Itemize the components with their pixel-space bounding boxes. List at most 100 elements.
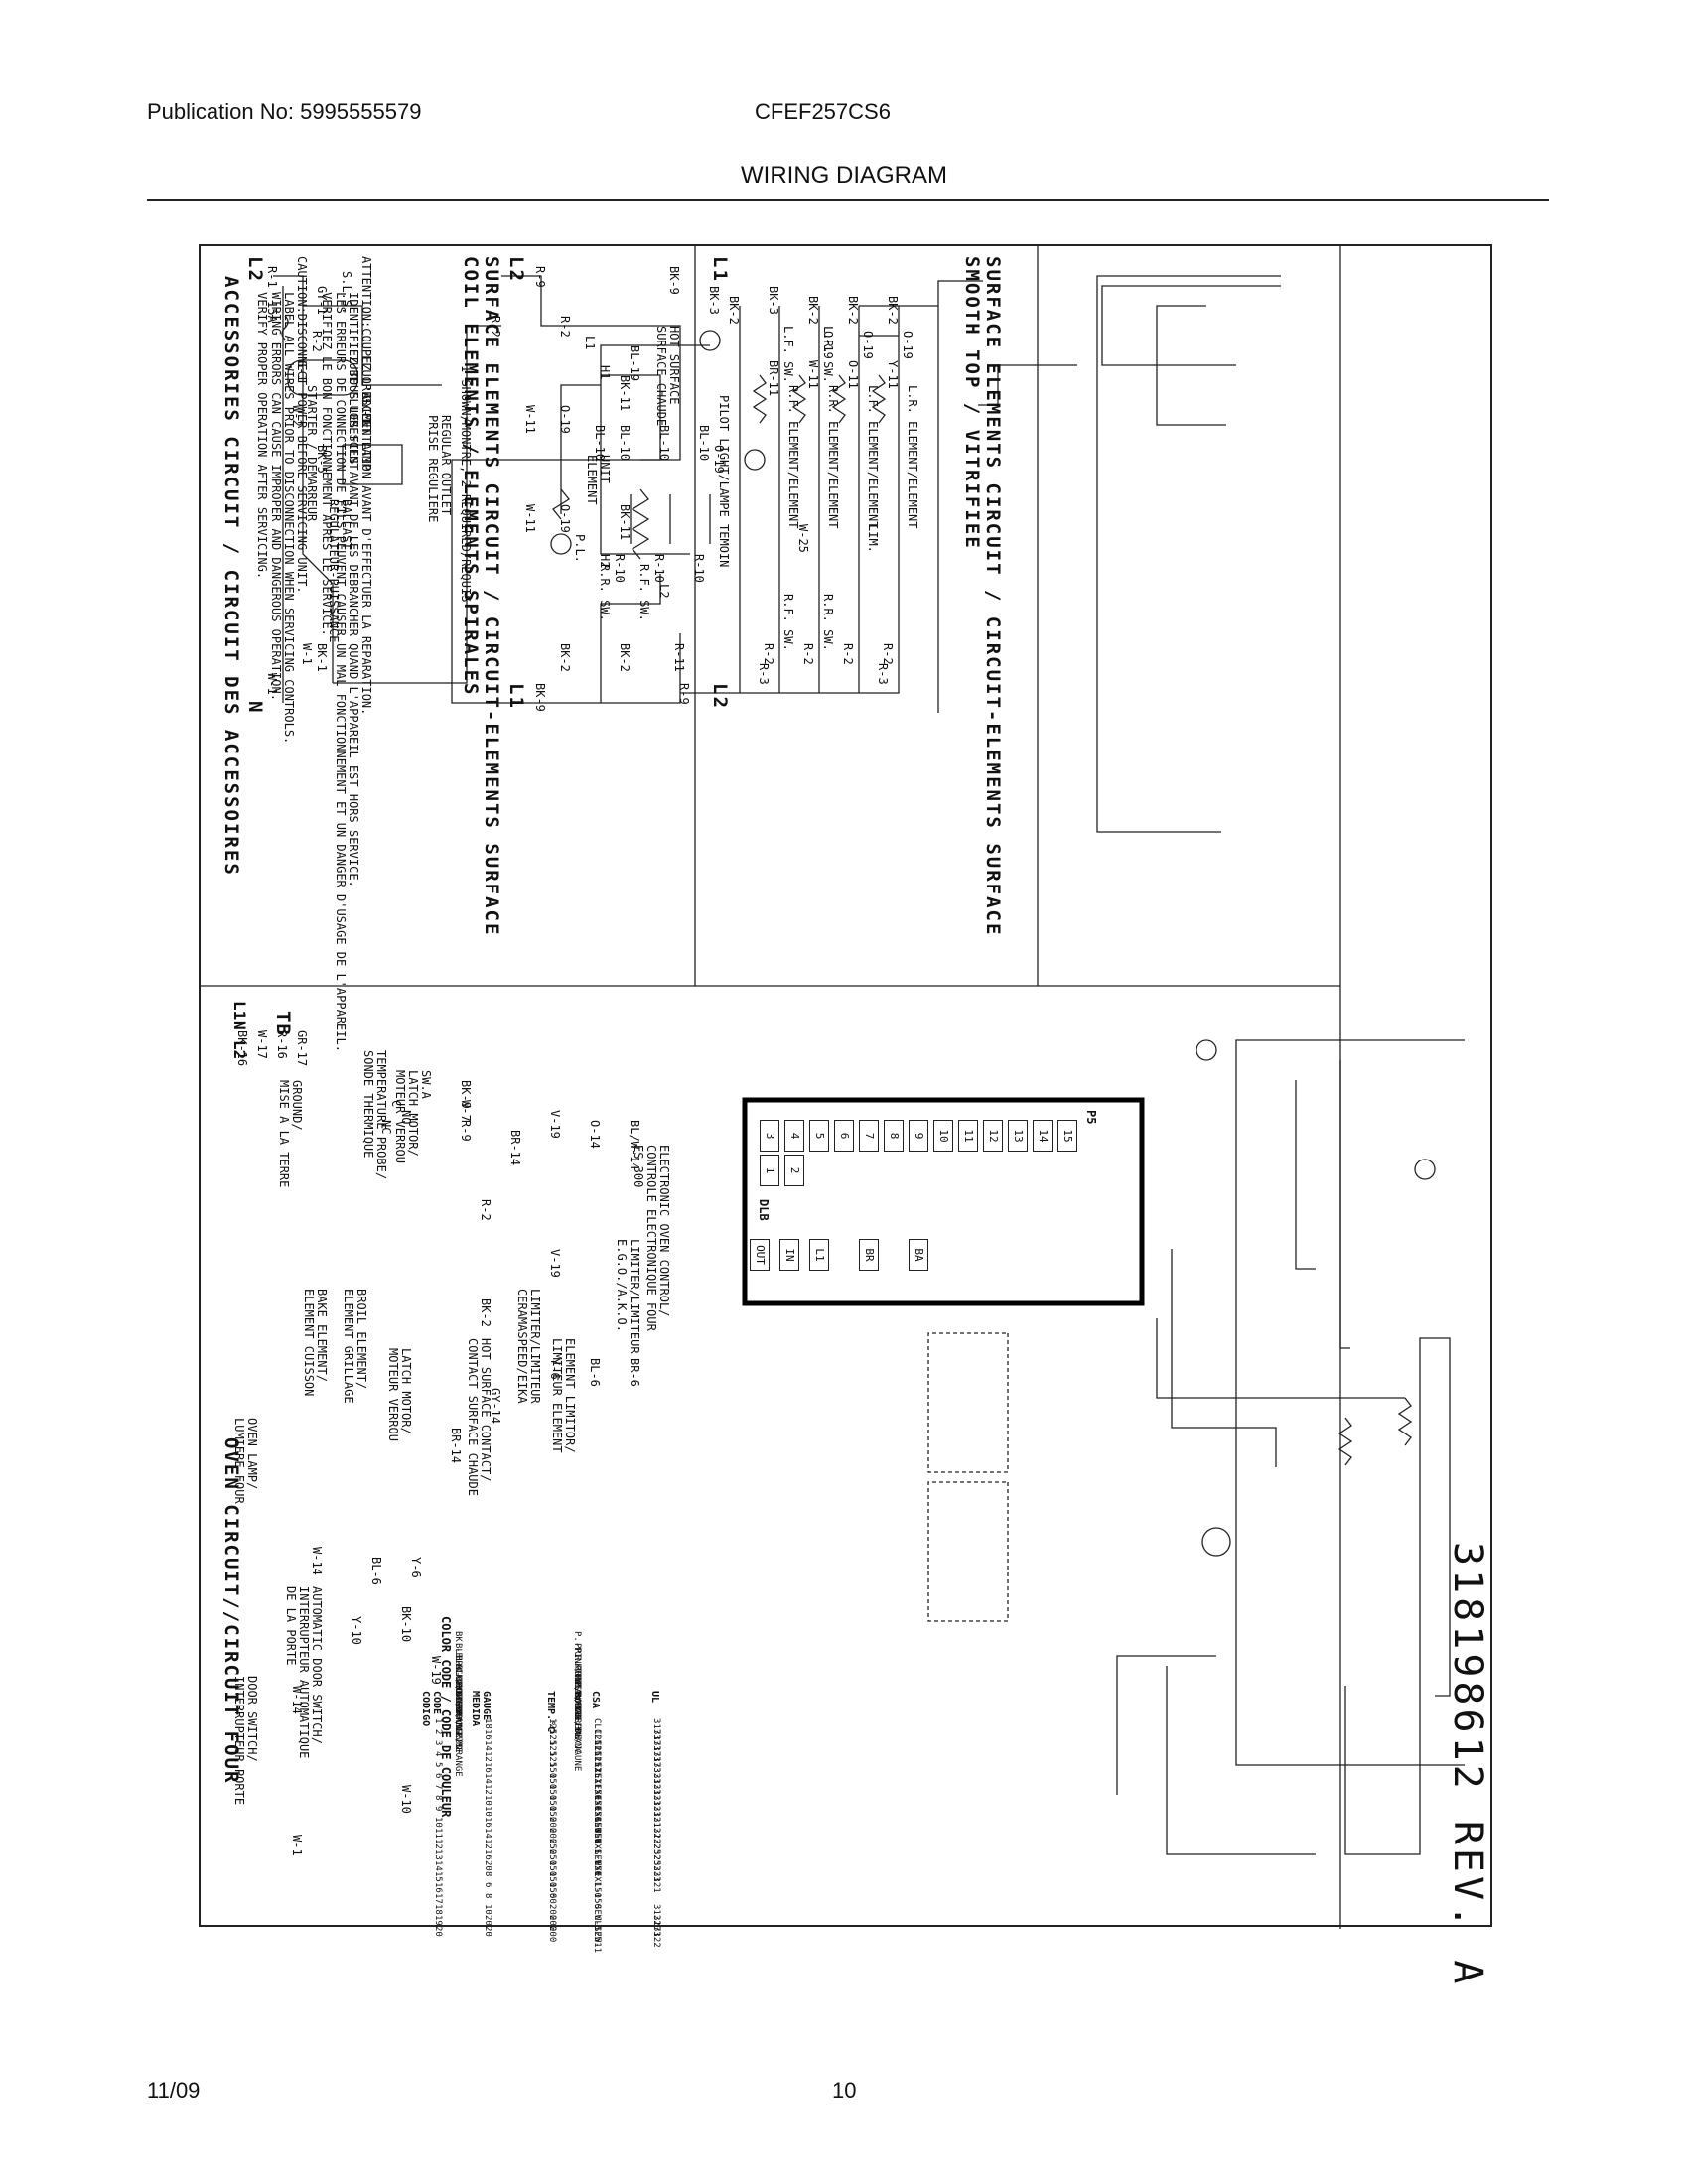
terminal-in: IN — [779, 1239, 799, 1271]
wire-label: BK-2 — [618, 643, 632, 672]
control-pin: 13 — [1008, 1120, 1028, 1152]
wire-label: O-19 — [861, 331, 875, 359]
wire-label: O-11 — [846, 360, 860, 389]
control-pin: 14 — [1033, 1120, 1053, 1152]
caution-anchor — [396, 256, 397, 257]
wire-label: R-2 — [558, 316, 572, 338]
publication-number: Publication No: 5995555579 — [147, 99, 422, 124]
gauge-table-cell: 4 — [433, 1751, 443, 1757]
wire-label: Y-6 — [409, 1557, 423, 1578]
wire-label: BK-3 — [707, 286, 721, 315]
wire-label: R-9 — [459, 1120, 473, 1142]
wire-label: LIM. — [866, 524, 880, 553]
tb-wire: W-17 — [255, 1030, 269, 1059]
wire-label: GY-14 — [489, 1388, 502, 1425]
wire-label: BL-10 — [657, 425, 671, 462]
control-pin: 7 — [859, 1120, 879, 1152]
gauge-table-cell: 14 — [483, 1828, 492, 1839]
wire-label: R-11 — [672, 643, 686, 672]
wire-label: V-19 — [548, 1249, 562, 1278]
wire-label: R-2 — [762, 643, 775, 665]
wire-label: O-19 — [821, 331, 835, 359]
wire-label: V-19 — [548, 1110, 562, 1139]
wire-label: W-11 — [523, 405, 537, 434]
wire-label: R-3 — [876, 663, 890, 685]
wire-label: BR-6 — [628, 1358, 641, 1387]
coil-l1: L1 — [505, 683, 527, 710]
terminal-br: BR — [859, 1239, 879, 1271]
gauge-table-cell: 3122 — [651, 1926, 661, 1948]
wire-label: BK-9 — [667, 266, 681, 295]
wire-label: R-9 — [677, 683, 691, 705]
limiter-ceramaspeed: LIMITER/LIMITEUR CERAMASPEED/EIKA — [514, 1289, 542, 1404]
wire-label: Y-10 — [350, 1616, 363, 1645]
lf-element: L.F. ELEMENT/ELEMENT — [866, 385, 880, 529]
page-title: WIRING DIAGRAM — [741, 162, 947, 189]
gauge-table-cell: SEW-1 — [592, 1926, 602, 1954]
wire-label: R-3 — [757, 663, 771, 685]
hot-surface: HOT SURFACE SURFACE CHAUDE — [653, 326, 681, 427]
gauge-table-cell: 20 — [483, 1860, 492, 1871]
wire-label: W-7 — [459, 1100, 473, 1122]
wire-label: BL-10 — [618, 425, 632, 462]
control-pin: 2 — [784, 1155, 804, 1186]
wire-label: BK-2 — [886, 296, 900, 325]
automatic-door-switch: AUTOMATIC DOOR SWITCH/ INTERRUPTEUR AUTO… — [283, 1586, 324, 1759]
control-pin: 9 — [909, 1120, 928, 1152]
gauge-table-cell: 10 — [483, 1806, 492, 1817]
wire-label: R-10 — [692, 554, 706, 583]
caution-en: CAUTION:DISCONNECT POWER BEFORE SERVICIN… — [255, 256, 309, 745]
rr-element: R.R. ELEMENT/ELEMENT — [826, 385, 840, 529]
terminal-dlb: DLB — [757, 1199, 771, 1221]
gauge-table-cell: 18 — [483, 1718, 492, 1729]
limiter-ego: LIMITER/LIMITEUR E.G.O./A.K.O. — [614, 1239, 641, 1354]
wire-label: R-2 — [479, 1199, 492, 1221]
wire-label: W-14 — [310, 1547, 324, 1575]
gauge-table-cell: 16 — [483, 1849, 492, 1860]
wire-label: W-1 — [290, 1835, 304, 1856]
terminal-ba: BA — [909, 1239, 928, 1271]
wire-label: O-19 — [558, 405, 572, 434]
wire-label: R-9 — [533, 266, 547, 288]
smooth-l1: L1 — [709, 256, 731, 283]
unit-element: UNIT ELEMENT — [584, 455, 612, 505]
wire-label: O-19 — [901, 331, 914, 359]
gauge-table-cell: 12 — [433, 1839, 443, 1849]
wire-label: BK-2 — [806, 296, 820, 325]
temp-probe: TEMPERATURE PROBE/ SONDE THERMIQUE — [360, 1050, 388, 1180]
wire-label: R-10 — [652, 554, 666, 583]
gauge-table-cell: 14 — [483, 1773, 492, 1784]
control-pin: 10 — [933, 1120, 953, 1152]
coil-l2: L2 — [505, 256, 527, 283]
latch-motor: LATCH MOTOR/ MOTEUR VERROU — [385, 1348, 413, 1441]
document-number: 318198612 REV. A — [1445, 1542, 1490, 1988]
caution-fr: ATTENTION:COUPEZ L'ALIMENTATION AVANT D'… — [320, 256, 373, 1052]
wire-label: R-2 — [489, 316, 502, 338]
control-pin: 8 — [884, 1120, 904, 1152]
gauge-table-cell: 14 — [433, 1860, 443, 1871]
wire-label: L1 — [583, 336, 597, 350]
wire-label: R-2 — [801, 643, 815, 665]
gauge-table-cell: 13 — [433, 1849, 443, 1860]
gauge-table-cell: 12 — [483, 1784, 492, 1795]
gauge-table-cell: 6 — [433, 1773, 443, 1779]
wire-label: NC — [379, 1120, 393, 1135]
control-pin: 6 — [834, 1120, 854, 1152]
control-pin: 15 — [1057, 1120, 1077, 1152]
gauge-table-cell: 11 — [433, 1828, 443, 1839]
lr-element: L.R. ELEMENT/ELEMENT — [906, 385, 919, 529]
gauge-table-cell: 10 — [483, 1904, 492, 1915]
accessories-title: ACCESSORIES CIRCUIT / CIRCUIT DES ACCESS… — [220, 276, 242, 877]
rr-switch-st: R.R. SW. — [821, 594, 835, 651]
rf-element: R.F. ELEMENT/ELEMENT — [786, 385, 800, 529]
tb-l2: L2 — [230, 1040, 249, 1060]
wire-label: W-11 — [806, 360, 820, 389]
gauge-table-cell: 18 — [433, 1904, 443, 1915]
tb-l1: L1 — [230, 1001, 249, 1021]
wire-label: C — [389, 1100, 403, 1108]
control-pin: 1 — [760, 1155, 779, 1186]
smooth-title: SURFACE ELEMENTS CIRCUIT / CIRCUIT-ELEME… — [961, 256, 1004, 937]
wire-label: BK-2 — [846, 296, 860, 325]
pilot-lamp: P.L. — [573, 534, 587, 563]
wire-label: O-14 — [588, 1120, 602, 1149]
